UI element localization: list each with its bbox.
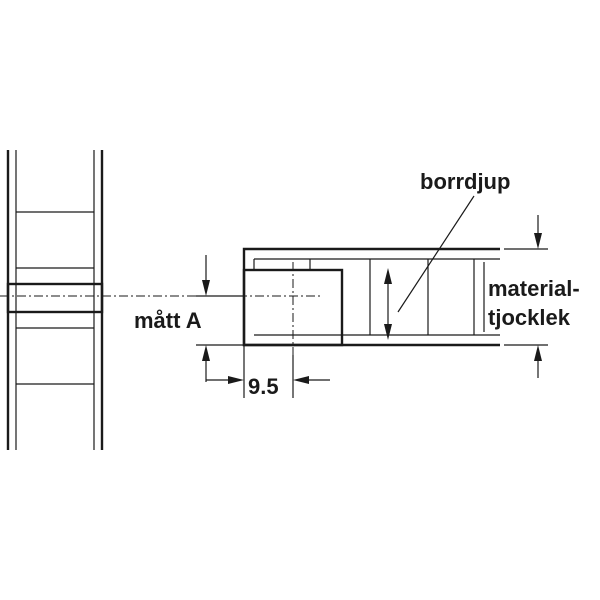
label-material-line1: material- — [488, 276, 580, 301]
borrdjup-leader-line — [397, 195, 475, 313]
label-borrdjup: borrdjup — [420, 169, 510, 194]
label-material-line2: tjocklek — [488, 305, 571, 330]
label-matt-a: mått A — [134, 308, 202, 333]
matt-a-dimension — [196, 255, 244, 382]
left-connector-bolt — [6, 282, 104, 314]
material-thickness-dimension — [483, 215, 548, 378]
shelf-panel — [242, 247, 500, 347]
borrdjup-arrow — [384, 268, 392, 340]
label-dimension-9-5: 9.5 — [248, 374, 279, 399]
left-side-panel — [6, 150, 104, 450]
dimension-9-5 — [206, 345, 330, 398]
